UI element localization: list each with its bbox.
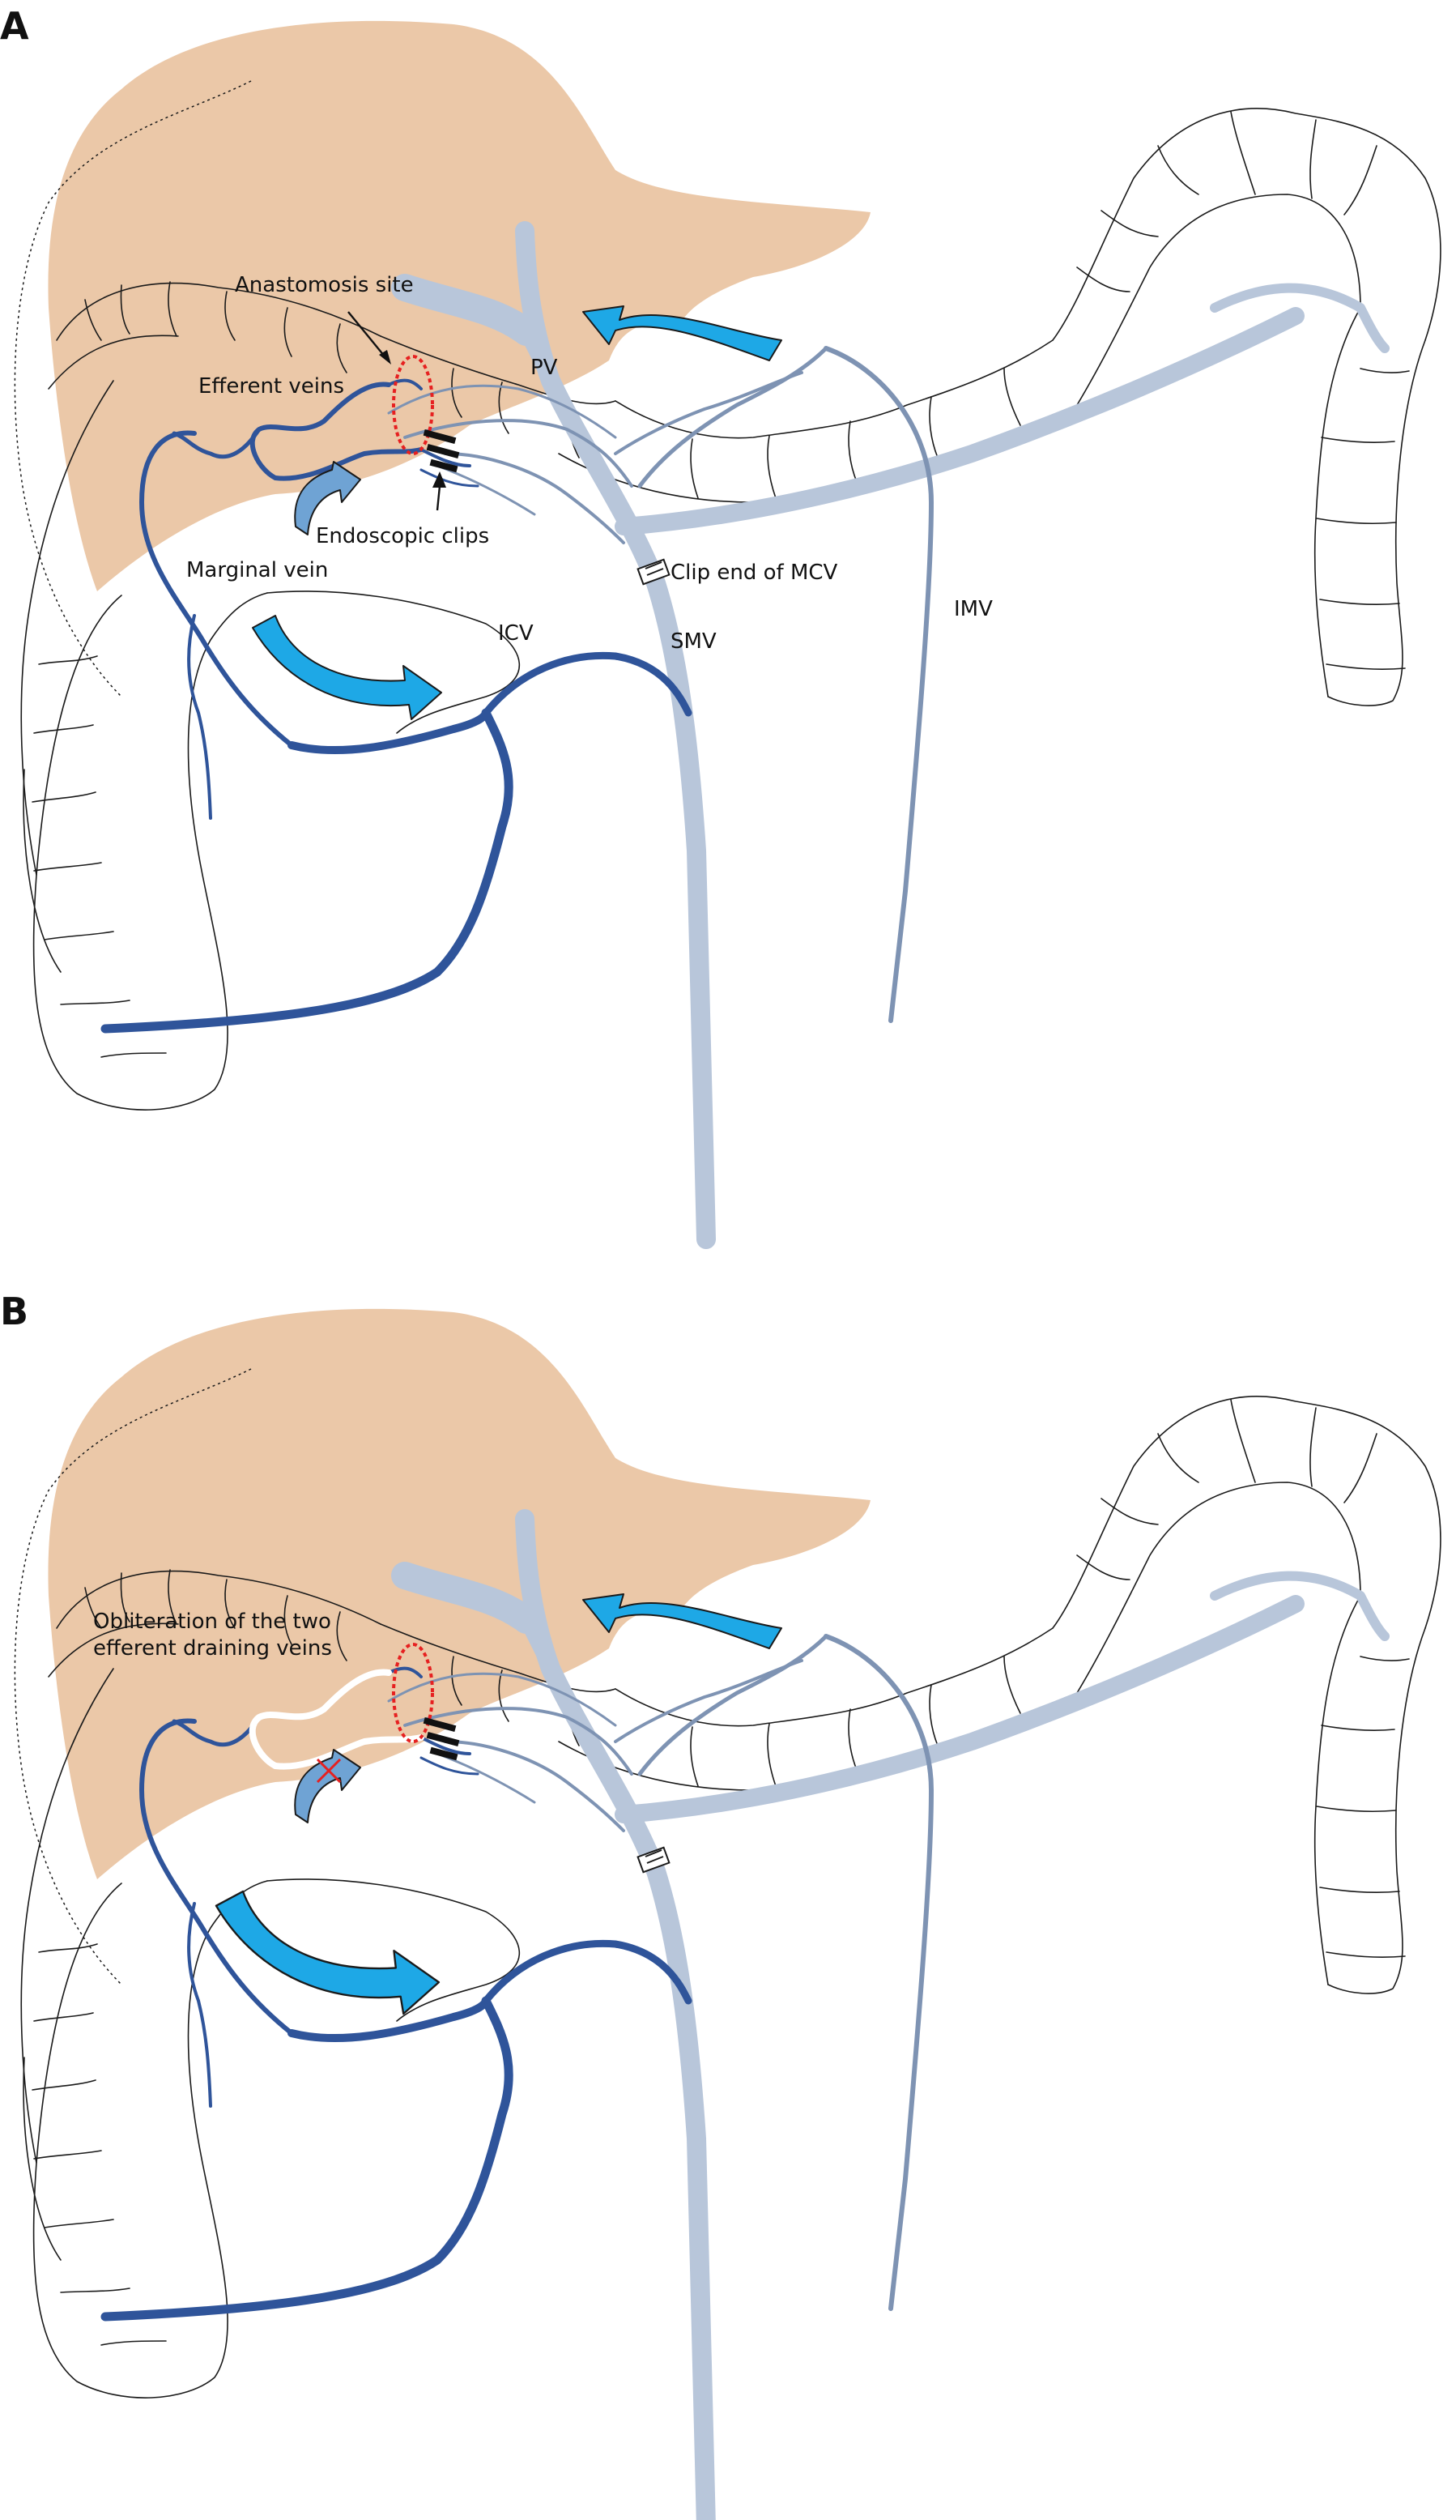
flow-arrow-icon (582, 1593, 782, 1649)
obliteration-cross-icon (316, 1758, 342, 1784)
obliteration-label-line1: Obliteration of the two (93, 1610, 331, 1634)
flow-arrow-icon (582, 305, 782, 361)
efferent-veins-label: Efferent veins (198, 374, 344, 399)
obliterated-veins (249, 1669, 424, 1770)
endoscopic-clip-icon (423, 1716, 460, 1761)
vessel-clip-icon (636, 558, 671, 586)
endoscopic-clip-icon (423, 429, 460, 473)
anastomosis-ring (392, 1643, 434, 1743)
flow-arrow-icon (294, 461, 361, 535)
panel-a-letter: A (0, 4, 29, 48)
flow-arrow-icon (252, 615, 442, 720)
smv-label: SMV (671, 629, 717, 654)
icv-label: ICV (498, 621, 534, 646)
obliteration-label-line2: efferent draining veins (93, 1636, 332, 1661)
clip-end-mcv-label: Clip end of MCV (671, 561, 838, 585)
flow-arrow-icon (294, 1749, 361, 1823)
endoscopic-clips-label: Endoscopic clips (316, 524, 489, 548)
anastomosis-site-label: Anastomosis site (235, 273, 414, 297)
panel-a: A Anastomosis site Efferent veins (0, 4, 1441, 1239)
pv-label: PV (530, 356, 558, 380)
anastomosis-ring (392, 355, 434, 455)
vessel-clip-icon (636, 1846, 671, 1874)
panel-b-letter: B (0, 1290, 28, 1333)
imv-label: IMV (954, 597, 993, 621)
marginal-vein-label: Marginal vein (186, 558, 328, 582)
panel-b: B (0, 1290, 1441, 2520)
